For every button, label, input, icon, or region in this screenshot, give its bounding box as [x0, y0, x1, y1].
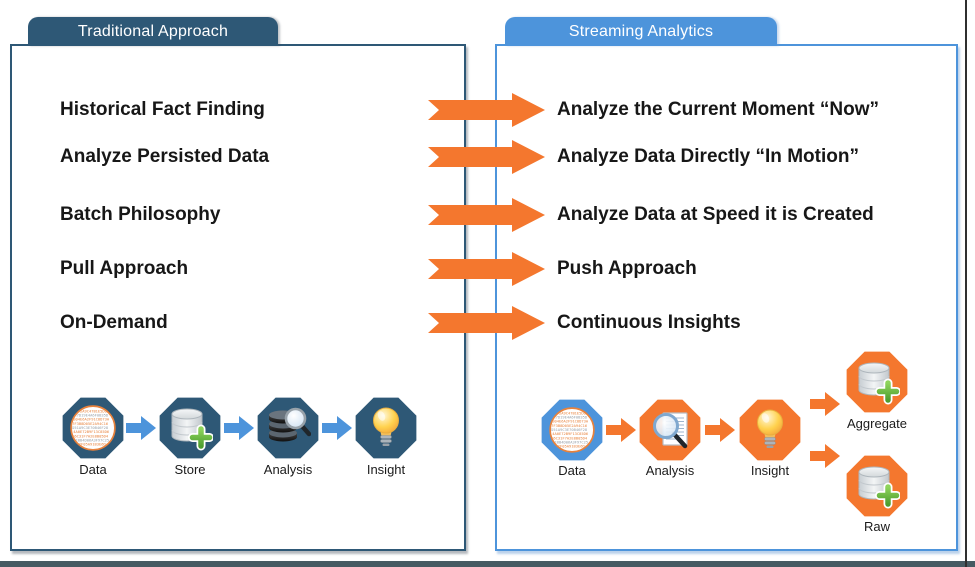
transform-arrow-icon — [428, 198, 545, 232]
svg-text:C72F05A91B3E6D48: C72F05A91B3E6D48 — [74, 443, 111, 447]
transform-arrow-icon — [428, 140, 545, 174]
lightbulb-icon — [747, 407, 793, 453]
tab-streaming-label: Streaming Analytics — [568, 22, 714, 40]
flow-label-analysis: Analysis — [645, 463, 695, 478]
svg-text:B04E6A2F91C8D73A: B04E6A2F91C8D73A — [73, 418, 110, 422]
traditional-item-5: On-Demand — [60, 312, 168, 333]
document-search-icon — [647, 407, 693, 453]
streaming-item-4: Push Approach — [557, 258, 697, 279]
svg-text:96C31F7A2E8B05D4: 96C31F7A2E8B05D4 — [72, 434, 109, 438]
flow-arrow-icon — [810, 444, 840, 468]
svg-text:D51A9C3E70B46F28: D51A9C3E70B46F28 — [72, 426, 109, 430]
traditional-step-insight — [355, 397, 417, 459]
flow-label-insight: Insight — [750, 463, 790, 478]
flow-arrow-icon — [126, 416, 156, 440]
flow-arrow-icon — [705, 418, 735, 442]
data-circle-icon: 83F2A9C47B1E5D08 2C7D19E4A6F0B35D B04E6A… — [68, 403, 118, 453]
flow-arrow-icon — [606, 418, 636, 442]
flow-label-aggregate: Aggregate — [847, 416, 907, 431]
flow-label-analysis: Analysis — [263, 462, 313, 477]
flow-label-raw: Raw — [863, 519, 890, 534]
tab-traditional-approach: Traditional Approach — [28, 17, 278, 46]
panel-traditional — [10, 44, 466, 551]
flow-label-insight: Insight — [366, 462, 406, 477]
svg-text:C72F05A91B3E6D48: C72F05A91B3E6D48 — [553, 445, 590, 449]
data-circle-icon: 83F2A9C47B1E5D08 2C7D19E4A6F0B35D B04E6A… — [547, 405, 597, 455]
transform-arrow-icon — [428, 306, 545, 340]
svg-text:4A0E72B9F13C85D6: 4A0E72B9F13C85D6 — [73, 430, 109, 434]
streaming-step-insight — [739, 399, 801, 461]
database-add-icon — [854, 359, 900, 405]
streaming-item-1: Analyze the Current Moment “Now” — [557, 99, 879, 120]
flow-arrow-icon — [224, 416, 254, 440]
traditional-step-analysis — [257, 397, 319, 459]
database-add-icon — [854, 463, 900, 509]
slide-right-border — [965, 0, 967, 567]
tab-traditional-label: Traditional Approach — [77, 22, 229, 40]
svg-text:83F2A9C47B1E5D08: 83F2A9C47B1E5D08 — [73, 409, 110, 413]
database-add-icon — [167, 405, 213, 451]
traditional-item-3: Batch Philosophy — [60, 204, 221, 225]
flow-arrow-icon — [810, 392, 840, 416]
streaming-item-5: Continuous Insights — [557, 312, 741, 333]
svg-text:B04E6A2F91C8D73A: B04E6A2F91C8D73A — [552, 420, 589, 424]
traditional-step-data: 83F2A9C47B1E5D08 2C7D19E4A6F0B35D B04E6A… — [62, 397, 124, 459]
lightbulb-icon — [363, 405, 409, 451]
traditional-item-4: Pull Approach — [60, 258, 189, 279]
svg-text:1E8B4D06A3F97C25: 1E8B4D06A3F97C25 — [552, 441, 588, 445]
traditional-item-1: Historical Fact Finding — [60, 99, 265, 120]
streaming-step-aggregate — [846, 351, 908, 413]
traditional-item-2: Analyze Persisted Data — [60, 146, 270, 167]
database-search-icon — [265, 405, 311, 451]
streaming-step-data: 83F2A9C47B1E5D08 2C7D19E4A6F0B35D B04E6A… — [541, 399, 603, 461]
streaming-item-3: Analyze Data at Speed it is Created — [557, 204, 874, 225]
flow-label-data: Data — [79, 462, 107, 477]
slide-bottom-border — [0, 561, 975, 567]
flow-label-store: Store — [174, 462, 206, 477]
transform-arrow-icon — [428, 252, 545, 286]
svg-text:2C7D19E4A6F0B35D: 2C7D19E4A6F0B35D — [551, 416, 588, 420]
flow-label-data: Data — [558, 463, 586, 478]
svg-text:2C7D19E4A6F0B35D: 2C7D19E4A6F0B35D — [72, 414, 109, 418]
traditional-step-store — [159, 397, 221, 459]
transform-arrow-icon — [428, 93, 545, 127]
svg-text:96C31F7A2E8B05D4: 96C31F7A2E8B05D4 — [551, 436, 588, 440]
streaming-item-2: Analyze Data Directly “In Motion” — [557, 146, 859, 167]
streaming-step-raw — [846, 455, 908, 517]
flow-arrow-icon — [322, 416, 352, 440]
tab-streaming-analytics: Streaming Analytics — [505, 17, 777, 46]
streaming-step-analysis — [639, 399, 701, 461]
svg-text:7F3B8D05E2A94C16: 7F3B8D05E2A94C16 — [551, 424, 587, 428]
svg-text:83F2A9C47B1E5D08: 83F2A9C47B1E5D08 — [552, 411, 589, 415]
svg-text:D51A9C3E70B46F28: D51A9C3E70B46F28 — [551, 428, 588, 432]
svg-text:1E8B4D06A3F97C25: 1E8B4D06A3F97C25 — [73, 439, 109, 443]
svg-text:7F3B8D05E2A94C16: 7F3B8D05E2A94C16 — [72, 422, 108, 426]
svg-text:4A0E72B9F13C85D6: 4A0E72B9F13C85D6 — [552, 432, 588, 436]
